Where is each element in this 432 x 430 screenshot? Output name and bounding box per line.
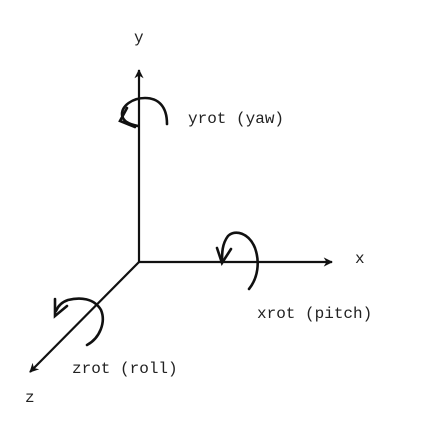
pitch-rotation-label: xrot (pitch) [257,305,372,323]
x-axis-label: x [355,250,365,268]
roll-rotation-icon [53,297,105,347]
pitch-rotation-icon [215,231,259,291]
z-axis-label: z [25,389,35,407]
yaw-rotation-label: yrot (yaw) [188,110,284,128]
z-axis-arrow [29,261,140,373]
y-axis-label: y [134,29,144,47]
yaw-rotation-icon [118,96,169,129]
roll-rotation-label: zrot (roll) [72,360,178,378]
